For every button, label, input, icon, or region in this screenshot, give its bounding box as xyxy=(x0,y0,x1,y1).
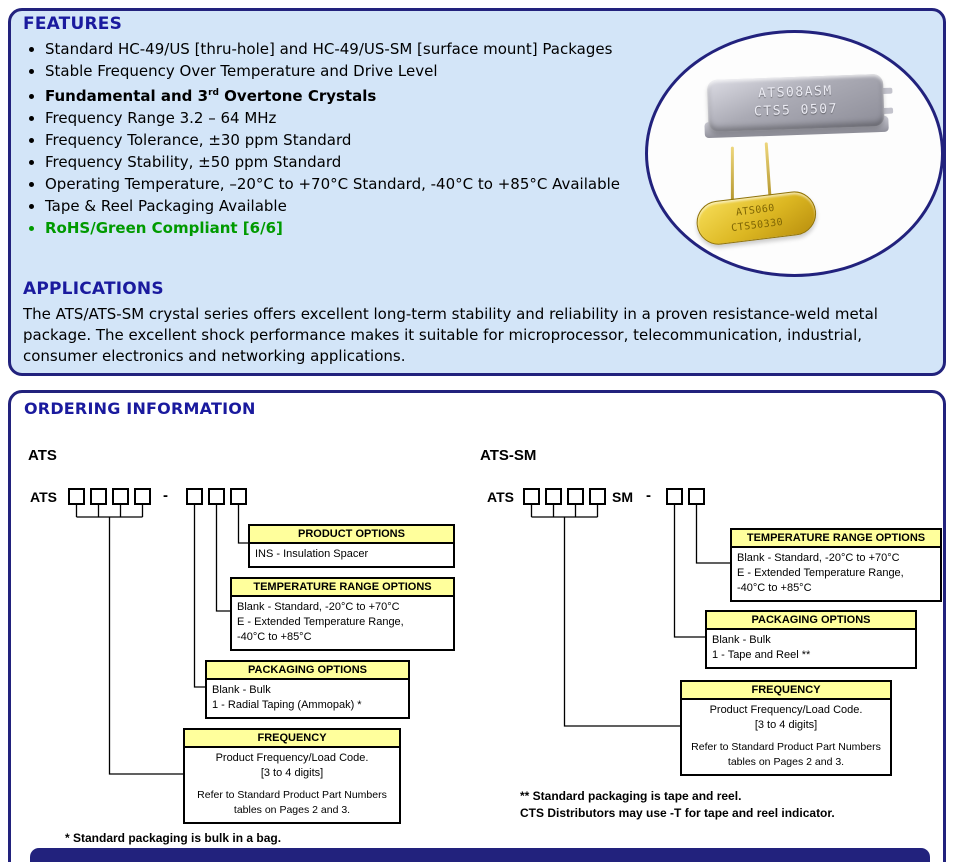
part-digit-box xyxy=(545,488,562,505)
part-option-box xyxy=(208,488,225,505)
ats-part-prefix: ATS xyxy=(30,489,57,505)
smd-marking: ATS08ASM CTS5 0507 xyxy=(753,83,839,120)
ats-sm-footnote-line: ** Standard packaging is tape and reel. xyxy=(520,789,742,803)
callout-header: FREQUENCY xyxy=(682,682,890,700)
part-option-box xyxy=(186,488,203,505)
crystal-wire-lead xyxy=(730,146,734,203)
ordering-information-section: ORDERING INFORMATION ATS ATS-SM ATS xyxy=(8,390,946,862)
temperature-range-options-callout-sm: TEMPERATURE RANGE OPTIONS Blank - Standa… xyxy=(730,528,942,602)
callout-header: PACKAGING OPTIONS xyxy=(207,662,408,680)
features-list: Standard HC-49/US [thru-hole] and HC-49/… xyxy=(24,38,636,239)
features-title: FEATURES xyxy=(23,14,123,34)
part-digit-box xyxy=(523,488,540,505)
next-section-header-bar xyxy=(30,848,930,862)
feature-item: Frequency Tolerance, ±30 ppm Standard xyxy=(45,129,636,151)
feature-item: Stable Frequency Over Temperature and Dr… xyxy=(45,60,636,82)
feature-item-rohs: RoHS/Green Compliant [6/6] xyxy=(45,217,636,239)
ordinal-superscript: rd xyxy=(208,88,219,98)
thru-hole-metal-can: ATS060 CTS50330 xyxy=(694,188,819,248)
part-digit-box xyxy=(68,488,85,505)
ats-diagram-heading: ATS xyxy=(28,447,57,464)
temperature-range-options-callout: TEMPERATURE RANGE OPTIONS Blank - Standa… xyxy=(230,577,455,651)
feature-item: Tape & Reel Packaging Available xyxy=(45,195,636,217)
frequency-callout-sm: FREQUENCY Product Frequency/Load Code. [… xyxy=(680,680,892,776)
smd-metal-can: ATS08ASM CTS5 0507 xyxy=(706,73,885,133)
part-separator: - xyxy=(163,487,168,504)
crystal-wire-lead xyxy=(764,142,772,199)
callout-header: PACKAGING OPTIONS xyxy=(707,612,915,630)
part-separator: - xyxy=(646,487,651,504)
part-digit-box xyxy=(90,488,107,505)
feature-item: Frequency Stability, ±50 ppm Standard xyxy=(45,151,636,173)
feature-item: Fundamental and 3rd Overtone Crystals xyxy=(45,82,636,107)
product-photo-ellipse: ATS08ASM CTS5 0507 ATS060 CTS50330 xyxy=(645,30,944,277)
ats-sm-part-prefix: ATS xyxy=(487,489,514,505)
product-options-callout: PRODUCT OPTIONS INS - Insulation Spacer xyxy=(248,524,455,568)
ats-sm-diagram-heading: ATS-SM xyxy=(480,447,537,464)
part-digit-box xyxy=(134,488,151,505)
feature-item: Operating Temperature, –20°C to +70°C St… xyxy=(45,173,636,195)
features-section: FEATURES Standard HC-49/US [thru-hole] a… xyxy=(8,8,946,376)
callout-header: FREQUENCY xyxy=(185,730,399,748)
feature-item: Frequency Range 3.2 – 64 MHz xyxy=(45,107,636,129)
smd-crystal-photo: ATS08ASM CTS5 0507 xyxy=(704,73,894,146)
ats-sm-footnote-line: CTS Distributors may use -T for tape and… xyxy=(520,806,835,820)
ats-footnote: * Standard packaging is bulk in a bag. xyxy=(65,831,282,845)
part-option-box xyxy=(230,488,247,505)
frequency-callout: FREQUENCY Product Frequency/Load Code. [… xyxy=(183,728,401,824)
applications-title: APPLICATIONS xyxy=(23,279,164,299)
callout-header: TEMPERATURE RANGE OPTIONS xyxy=(232,579,453,597)
ordering-title: ORDERING INFORMATION xyxy=(24,399,256,418)
part-option-box xyxy=(666,488,683,505)
ats-sm-footnotes: ** Standard packaging is tape and reel. … xyxy=(520,788,835,822)
callout-header: PRODUCT OPTIONS xyxy=(250,526,453,544)
thru-hole-crystal-photo: ATS060 CTS50330 xyxy=(692,142,839,274)
part-digit-box xyxy=(112,488,129,505)
packaging-options-callout-sm: PACKAGING OPTIONS Blank - Bulk 1 - Tape … xyxy=(705,610,917,669)
ats-sm-part-suffix: SM xyxy=(612,489,633,505)
thru-hole-marking: ATS060 CTS50330 xyxy=(730,202,784,235)
feature-item: Standard HC-49/US [thru-hole] and HC-49/… xyxy=(45,38,636,60)
part-option-box xyxy=(688,488,705,505)
part-digit-box xyxy=(567,488,584,505)
applications-text: The ATS/ATS-SM crystal series offers exc… xyxy=(23,305,878,365)
callout-header: TEMPERATURE RANGE OPTIONS xyxy=(732,530,940,548)
packaging-options-callout: PACKAGING OPTIONS Blank - Bulk 1 - Radia… xyxy=(205,660,410,719)
part-digit-box xyxy=(589,488,606,505)
